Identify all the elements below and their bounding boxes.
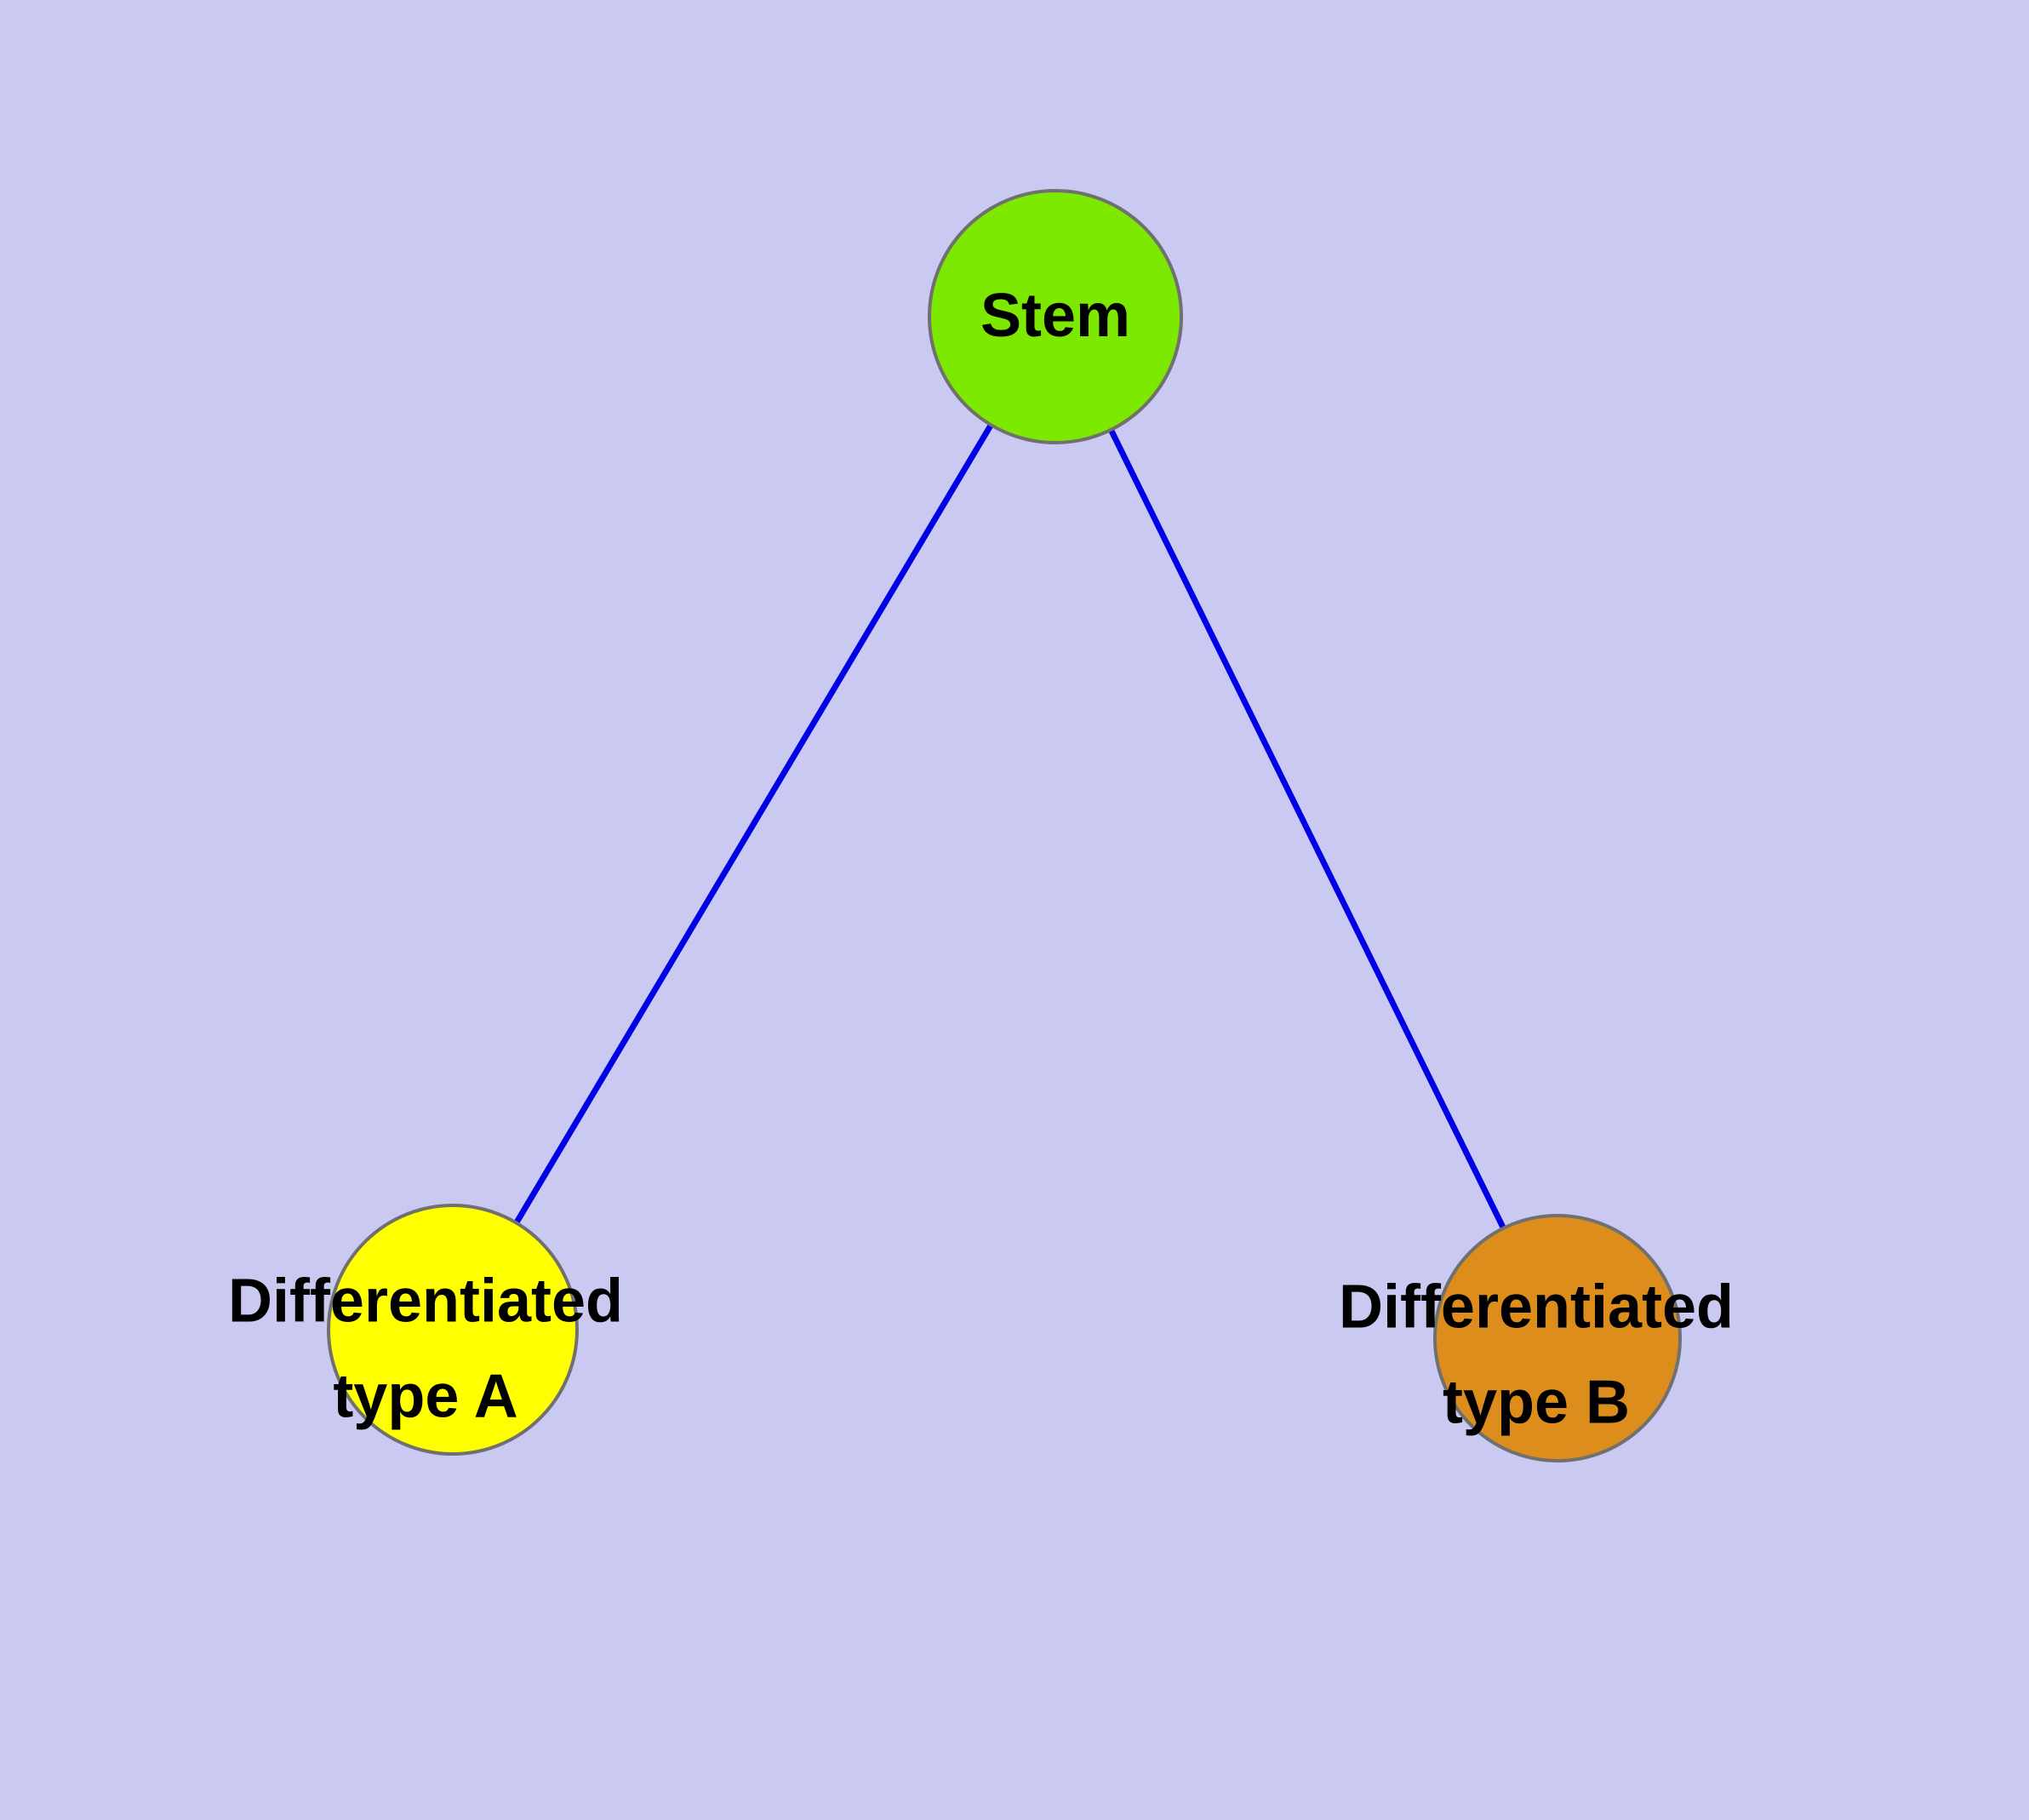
node-stem-label: Stem — [980, 282, 1131, 351]
edge-stem-to-type-b — [1052, 315, 1561, 1340]
node-stem — [928, 189, 1183, 444]
edge-stem-to-type-a — [449, 315, 1059, 1331]
node-differentiated-type-a-label: Differentiated type A — [227, 1267, 624, 1430]
node-differentiated-type-b — [1433, 1214, 1682, 1462]
node-differentiated-type-a — [327, 1204, 579, 1456]
node-differentiated-type-b-label: Differentiated type B — [1338, 1273, 1735, 1436]
